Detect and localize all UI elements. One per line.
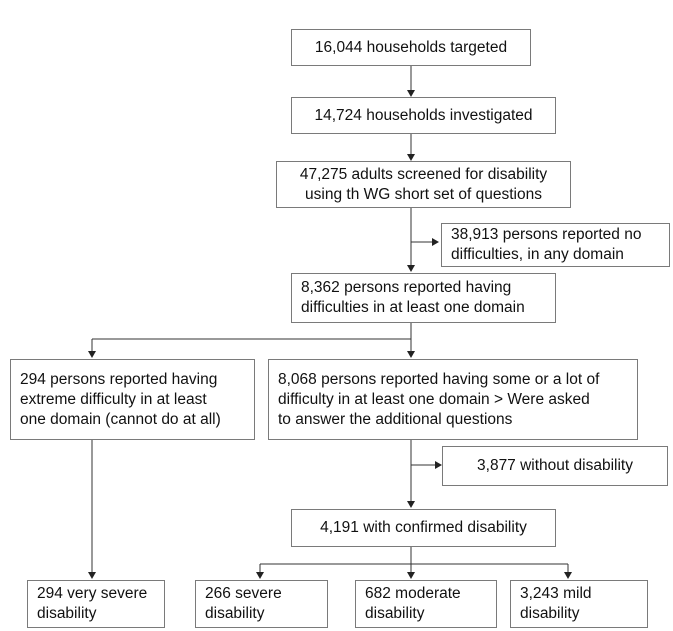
box-text-line: 14,724 households investigated: [314, 106, 533, 124]
arrowhead: [407, 265, 415, 272]
box-text-line: disability: [205, 605, 265, 622]
box-severe-disability: 266 severe disability: [195, 580, 328, 628]
box-text-line: to answer the additional questions: [278, 410, 513, 428]
box-very-severe-disability: 294 very severe disability: [27, 580, 165, 628]
box-some-or-lot-difficulty: 8,068 persons reported having some or a …: [268, 359, 638, 440]
box-text-line: disability: [520, 605, 580, 622]
box-text-line: one domain (cannot do at all): [20, 410, 221, 428]
box-extreme-difficulty: 294 persons reported having extreme diff…: [10, 359, 255, 440]
box-text-line: 3,243 mild: [520, 585, 592, 602]
box-text-line: disability: [365, 605, 425, 622]
box-no-difficulties: 38,913 persons reported no difficulties,…: [441, 223, 670, 267]
box-text-line: difficulties in at least one domain: [301, 299, 525, 316]
box-reported-difficulties: 8,362 persons reported having difficulti…: [291, 273, 556, 323]
arrowhead: [407, 501, 415, 508]
box-without-disability: 3,877 without disability: [442, 446, 668, 486]
box-text-line: difficulties, in any domain: [451, 246, 624, 263]
arrowhead: [407, 572, 415, 579]
arrowhead: [435, 461, 442, 469]
box-text-line: extreme difficulty in at least: [20, 390, 207, 408]
box-text-line: 16,044 households targeted: [314, 38, 508, 56]
box-text-line: 4,191 with confirmed disability: [320, 519, 527, 536]
box-text-line: using th WG short set of questions: [305, 185, 542, 203]
box-text-line: 294 persons reported having: [20, 370, 218, 388]
box-text-line: 3,877 without disability: [477, 457, 633, 474]
arrowhead: [407, 351, 415, 358]
arrowhead: [88, 351, 96, 358]
arrowhead: [564, 572, 572, 579]
box-text-line: 682 moderate: [365, 585, 461, 602]
box-text-line: disability: [37, 605, 97, 622]
arrowhead: [407, 90, 415, 97]
box-adults-screened: 47,275 adults screened for disability us…: [276, 161, 571, 208]
arrowhead: [432, 238, 439, 246]
box-text-line: 266 severe: [205, 585, 282, 602]
box-text-line: 47,275 adults screened for disability: [299, 165, 548, 183]
box-moderate-disability: 682 moderate disability: [355, 580, 497, 628]
arrowhead: [256, 572, 264, 579]
box-households-targeted: 16,044 households targeted: [291, 29, 531, 66]
box-text-line: 38,913 persons reported no: [451, 226, 642, 243]
box-text-line: difficulty in at least one domain > Were…: [278, 390, 590, 408]
box-confirmed-disability: 4,191 with confirmed disability: [291, 509, 556, 547]
box-text-line: 8,068 persons reported having some or a …: [278, 370, 600, 388]
arrowhead: [407, 154, 415, 161]
box-text-line: 294 very severe: [37, 585, 148, 602]
box-households-investigated: 14,724 households investigated: [291, 97, 556, 134]
box-mild-disability: 3,243 mild disability: [510, 580, 648, 628]
arrowhead: [88, 572, 96, 579]
box-text-line: 8,362 persons reported having: [301, 279, 512, 296]
